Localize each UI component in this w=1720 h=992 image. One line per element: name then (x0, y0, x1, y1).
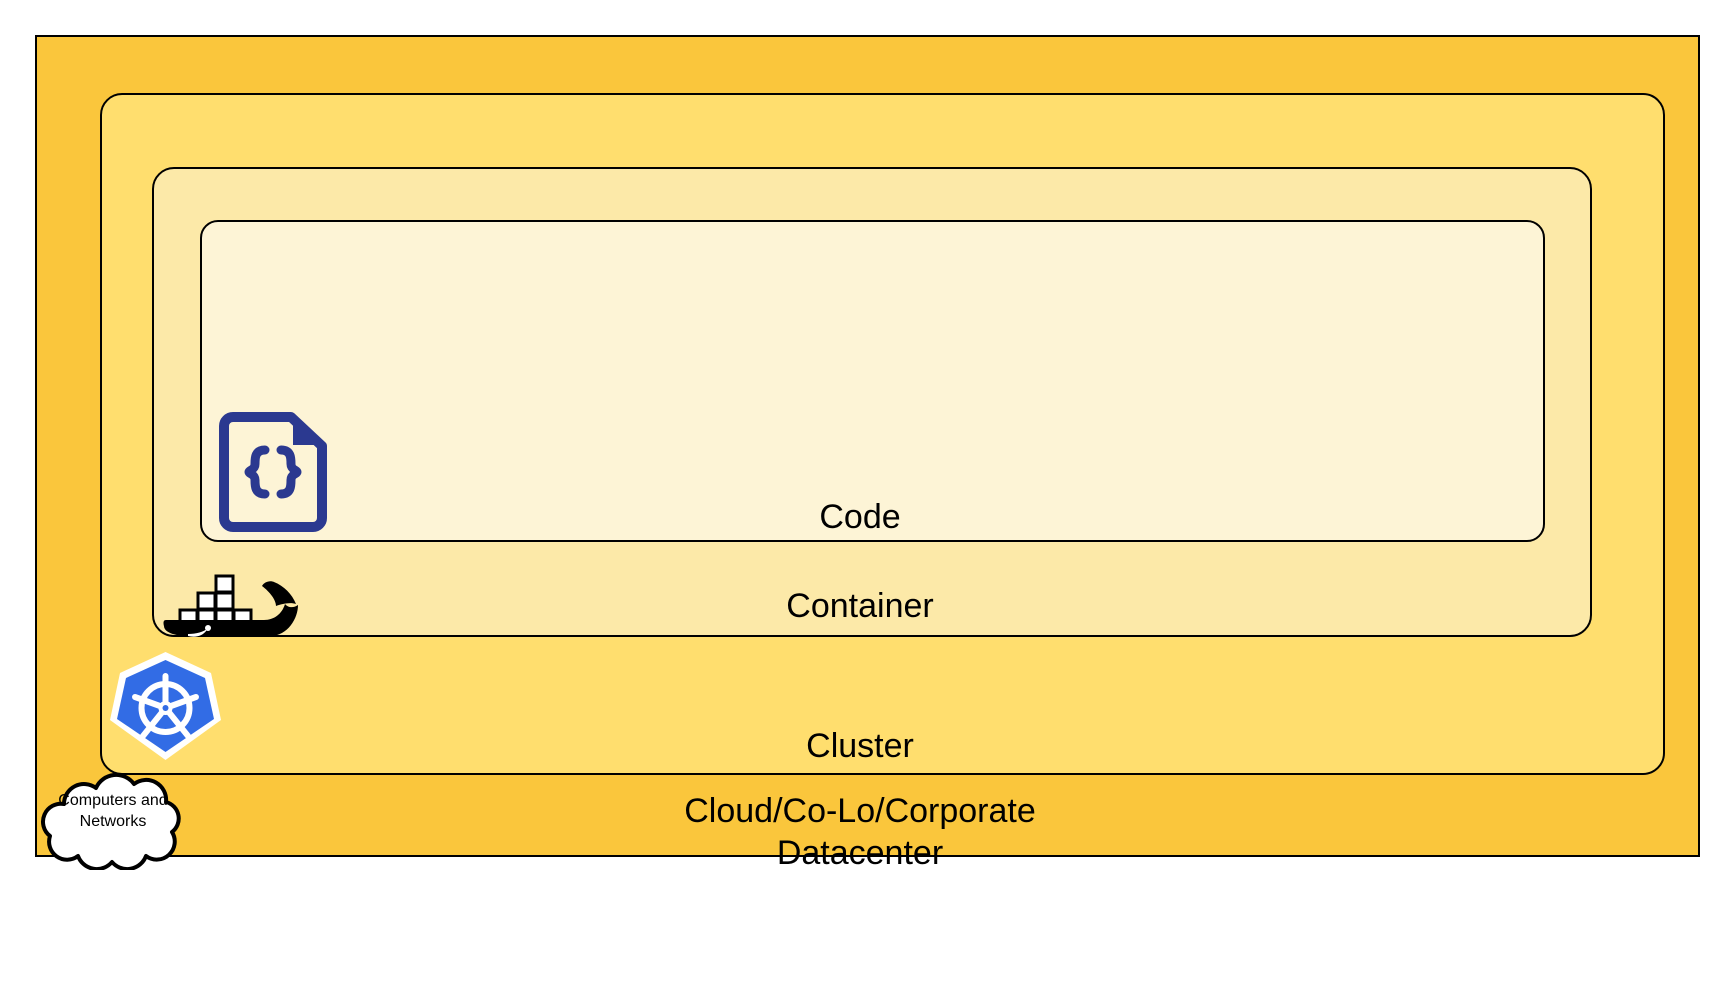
cloud-icon (30, 770, 196, 872)
kubernetes-icon (108, 650, 223, 762)
code-file-icon (219, 412, 327, 532)
layer-label-container: Container (786, 587, 934, 625)
layer-label-code: Code (819, 498, 901, 536)
layer-label-datacenter: Cloud/Co-Lo/Corporate Datacenter (684, 792, 1036, 872)
layer-label-cluster: Cluster (806, 727, 914, 765)
docker-whale-icon (158, 548, 300, 640)
layer-code (200, 220, 1545, 542)
